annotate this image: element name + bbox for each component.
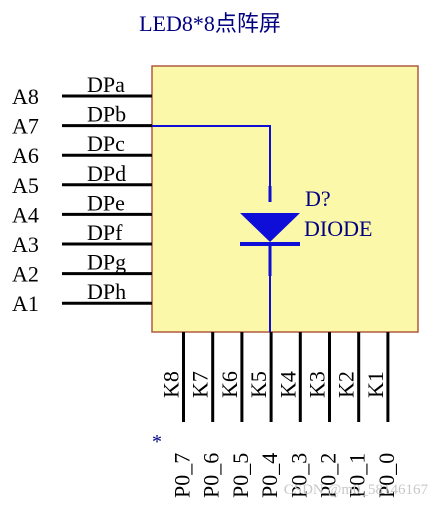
bottom-pin-number: K1 <box>363 371 388 398</box>
component-body <box>151 65 419 333</box>
left-pin-number: A6 <box>12 143 39 168</box>
bottom-pin-number: K8 <box>159 371 184 398</box>
watermark: CSDN @m0_58146167 <box>284 482 429 498</box>
left-pin: A8 DPa <box>12 72 152 109</box>
left-pin-number: A1 <box>12 291 39 316</box>
left-pin-number: A5 <box>12 173 39 198</box>
diode-designator: D? <box>305 186 331 211</box>
bottom-pin-number: K5 <box>246 371 271 398</box>
bottom-pin-number: K2 <box>334 371 359 398</box>
left-pin-number: A8 <box>12 84 39 109</box>
left-pin: A2 DPg <box>12 250 152 287</box>
component-title: LED8*8点阵屏 <box>139 11 281 36</box>
left-pin-name: DPg <box>87 250 126 275</box>
left-pin: A5 DPd <box>12 161 152 198</box>
diode-comment: DIODE <box>304 216 372 241</box>
pin-one-marker: * <box>152 431 162 453</box>
left-pin-name: DPb <box>87 102 126 127</box>
left-pin-name: DPf <box>87 220 123 245</box>
bottom-pin-net: P0_2 <box>316 453 341 498</box>
left-pin: A6 DPc <box>12 131 152 168</box>
bottom-pin-net: P0_5 <box>228 453 253 498</box>
diode-triangle-icon <box>240 213 300 242</box>
left-pin-name: DPa <box>87 72 125 97</box>
bottom-pin-number: K4 <box>275 371 300 398</box>
left-pin-name: DPe <box>87 190 125 215</box>
bottom-pin-number: K6 <box>217 371 242 398</box>
left-pin: A1 DPh <box>12 279 152 316</box>
left-pin: A3 DPf <box>12 220 152 257</box>
internal-wire-anode <box>152 125 271 186</box>
bottom-pin-net: P0_7 <box>170 453 195 498</box>
bottom-pin-net: P0_1 <box>345 453 370 498</box>
left-pin-number: A7 <box>12 114 39 139</box>
bottom-pin-number: K7 <box>188 371 213 398</box>
left-pin: A4 DPe <box>12 190 152 227</box>
bottom-pin-number: K3 <box>305 371 330 398</box>
left-pin-name: DPc <box>87 131 125 156</box>
left-pin-number: A2 <box>12 262 39 287</box>
left-pin-number: A3 <box>12 232 39 257</box>
bottom-pin-net: P0_6 <box>199 453 224 498</box>
left-pin-number: A4 <box>12 202 39 227</box>
bottom-pin-net: P0_3 <box>286 453 311 498</box>
left-pin: A7 DPb <box>12 102 152 139</box>
left-pin-name: DPd <box>87 161 126 186</box>
bottom-pin-net: P0_4 <box>257 453 282 498</box>
left-pin-name: DPh <box>87 279 126 304</box>
bottom-pin-net: P0_0 <box>374 453 399 498</box>
bottom-pins-group: K8P0_7K7P0_6K6P0_5K5P0_4K4P0_3K3P0_2K2P0… <box>159 332 399 498</box>
